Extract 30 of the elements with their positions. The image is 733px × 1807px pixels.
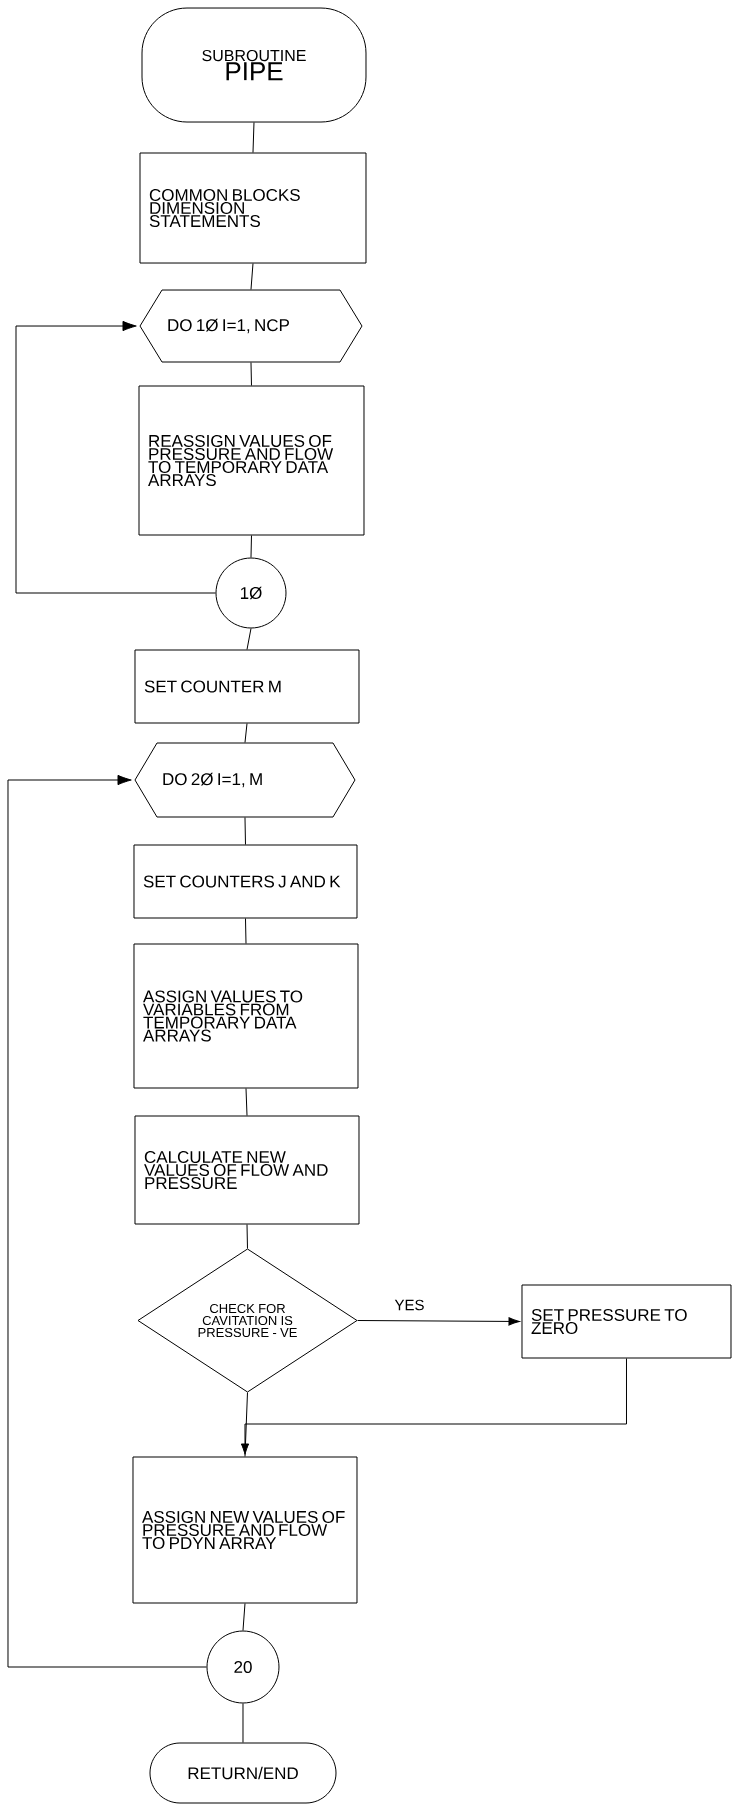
loop-hexagon: DO 1Ø I=1, NCP	[139, 289, 363, 363]
connector-line	[252, 122, 255, 153]
terminal-box: SUBROUTINE PIPE	[141, 7, 367, 123]
connector-line	[246, 1224, 248, 1249]
process-box: ASSIGN NEW VALUES OF PRESSURE AND FLOW TO PDYN ARRAY	[132, 1456, 358, 1604]
connector-line	[246, 628, 252, 650]
loop-hexagon: DO 2Ø I=1, M	[134, 742, 356, 818]
connector-line	[245, 1088, 248, 1116]
arrow	[240, 1358, 627, 1455]
connector-line	[250, 535, 252, 558]
connector-line	[244, 817, 246, 845]
process-box: SET COUNTER M	[134, 649, 360, 724]
arrow	[15, 320, 216, 594]
process-box: CALCULATE NEW VALUES OF FLOW AND PRESSURE	[134, 1115, 360, 1225]
connector-line	[244, 723, 248, 743]
process-box: COMMON BLOCKS DIMENSION STATEMENTS	[139, 152, 367, 264]
connector-line	[245, 918, 247, 944]
arrow	[7, 774, 207, 1668]
process-box: SET COUNTERS J AND K	[133, 844, 358, 919]
connector-line	[242, 1703, 244, 1743]
terminal-box: RETURN/END	[149, 1742, 337, 1804]
edge-label: YES	[393, 1298, 426, 1312]
connector-line	[242, 1603, 246, 1631]
process-box: ASSIGN VALUES TO VARIABLES FROM TEMPORARY DATA ARRAYS	[133, 943, 359, 1089]
arrow	[357, 1317, 520, 1326]
connector-line	[250, 263, 254, 290]
connector-line	[250, 362, 252, 386]
process-box: SET PRESSURE TO ZERO	[521, 1284, 732, 1359]
process-box: REASSIGN VALUES OF PRESSURE AND FLOW TO TEMPORARY DATA ARRAYS	[138, 385, 365, 536]
connector-line	[244, 1392, 248, 1457]
